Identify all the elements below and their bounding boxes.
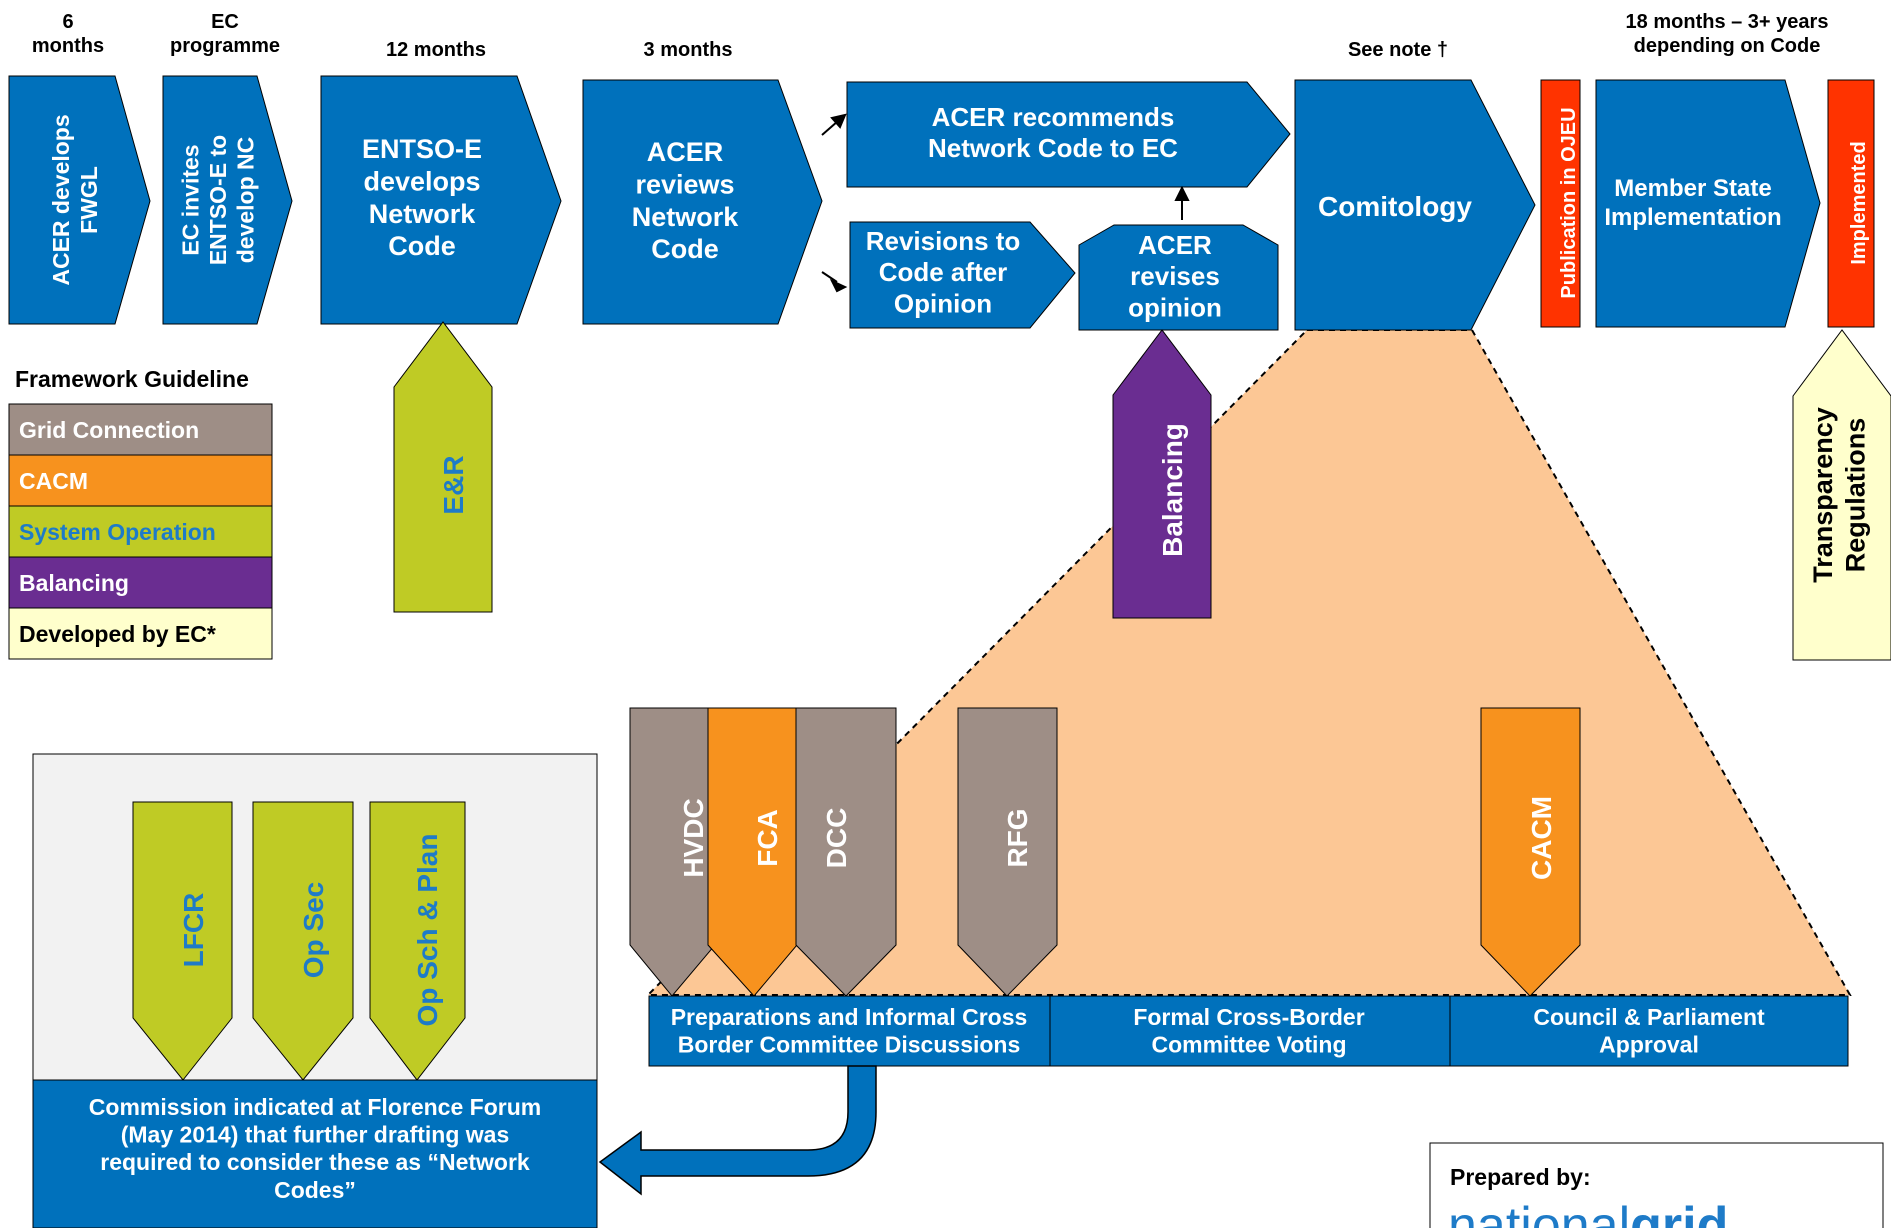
code-fca [707,707,798,997]
code-lfcr-label: LFCR [178,893,209,968]
step-revisions [849,221,1076,329]
code-transparency [1792,329,1891,661]
legend-title: Framework Guideline [15,366,249,392]
code-er-label: E&R [438,455,469,514]
legend-swatch [8,607,273,660]
step-implemented [1827,79,1875,328]
code-op-sch-label: Op Sch & Plan [412,834,443,1027]
step-acer-revises [1078,224,1279,331]
code-hvdc-label: HVDC [678,798,709,877]
return-arrow [598,1065,877,1196]
legend-swatch [8,454,273,507]
step-comitology-label: Comitology [1318,191,1472,222]
code-op-sec-label: Op Sec [298,882,329,978]
legend-label: CACM [19,468,88,494]
step-ec-invites [162,75,293,325]
nationalgrid-logo: nationalgrid [1448,1197,1728,1228]
code-balancing-label: Balancing [1157,423,1188,557]
code-rfg-label: RFG [1002,808,1033,867]
arrow-revise-to-recommend [1174,185,1190,220]
commission-note: Commission indicated at Florence Forum(M… [89,1094,541,1203]
step-acer-recommends [846,81,1291,188]
legend-label: Grid Connection [19,417,199,443]
timeline-comitology: See note † [1348,39,1448,61]
timeline-develop: 12 months [386,39,486,61]
legend-label: Balancing [19,570,129,596]
code-fca-label: FCA [752,809,783,867]
legend-label: System Operation [19,519,216,545]
step-publication [1540,79,1581,328]
stage-council-approval [1449,995,1849,1067]
legend-swatch [8,556,273,609]
code-cacm [1480,707,1581,997]
timeline-review: 3 months [644,39,733,61]
step-member-state [1595,79,1821,328]
stage-formal-voting [1049,995,1451,1067]
legend-swatch [8,403,273,456]
code-cacm-label: CACM [1526,796,1557,880]
code-dcc-label: DCC [821,808,852,869]
code-er [393,321,493,613]
step-acer-reviews [582,79,823,325]
step-entsoe-develops [320,75,562,325]
step-publication-label: Publication in OJEU [1558,107,1580,298]
code-rfg [957,707,1058,997]
code-hvdc [629,707,716,997]
step-acer-fwgl [8,75,151,325]
commission-note-box [32,1079,598,1228]
code-balancing [1112,329,1212,619]
code-dcc [795,707,897,997]
code-lfcr [132,801,233,1081]
step-ec-invites-label: EC invitesENTSO-E todevelop NC [178,135,259,265]
code-transparency-label: TransparencyRegulations [1808,407,1870,583]
code-op-sch [369,801,466,1081]
arrow-to-revisions [821,271,848,293]
arrow-to-recommend [821,113,847,136]
step-implemented-label: Implemented [1848,141,1870,264]
stage-preparations [648,995,1051,1067]
prepared-by-label: Prepared by: [1450,1164,1591,1190]
step-comitology [1294,79,1536,331]
legend-label: Developed by EC* [19,621,216,647]
prepared-by-box [1429,1142,1884,1228]
code-op-sec [252,801,354,1081]
step-acer-fwgl-label: ACER developsFWGL [48,114,102,285]
